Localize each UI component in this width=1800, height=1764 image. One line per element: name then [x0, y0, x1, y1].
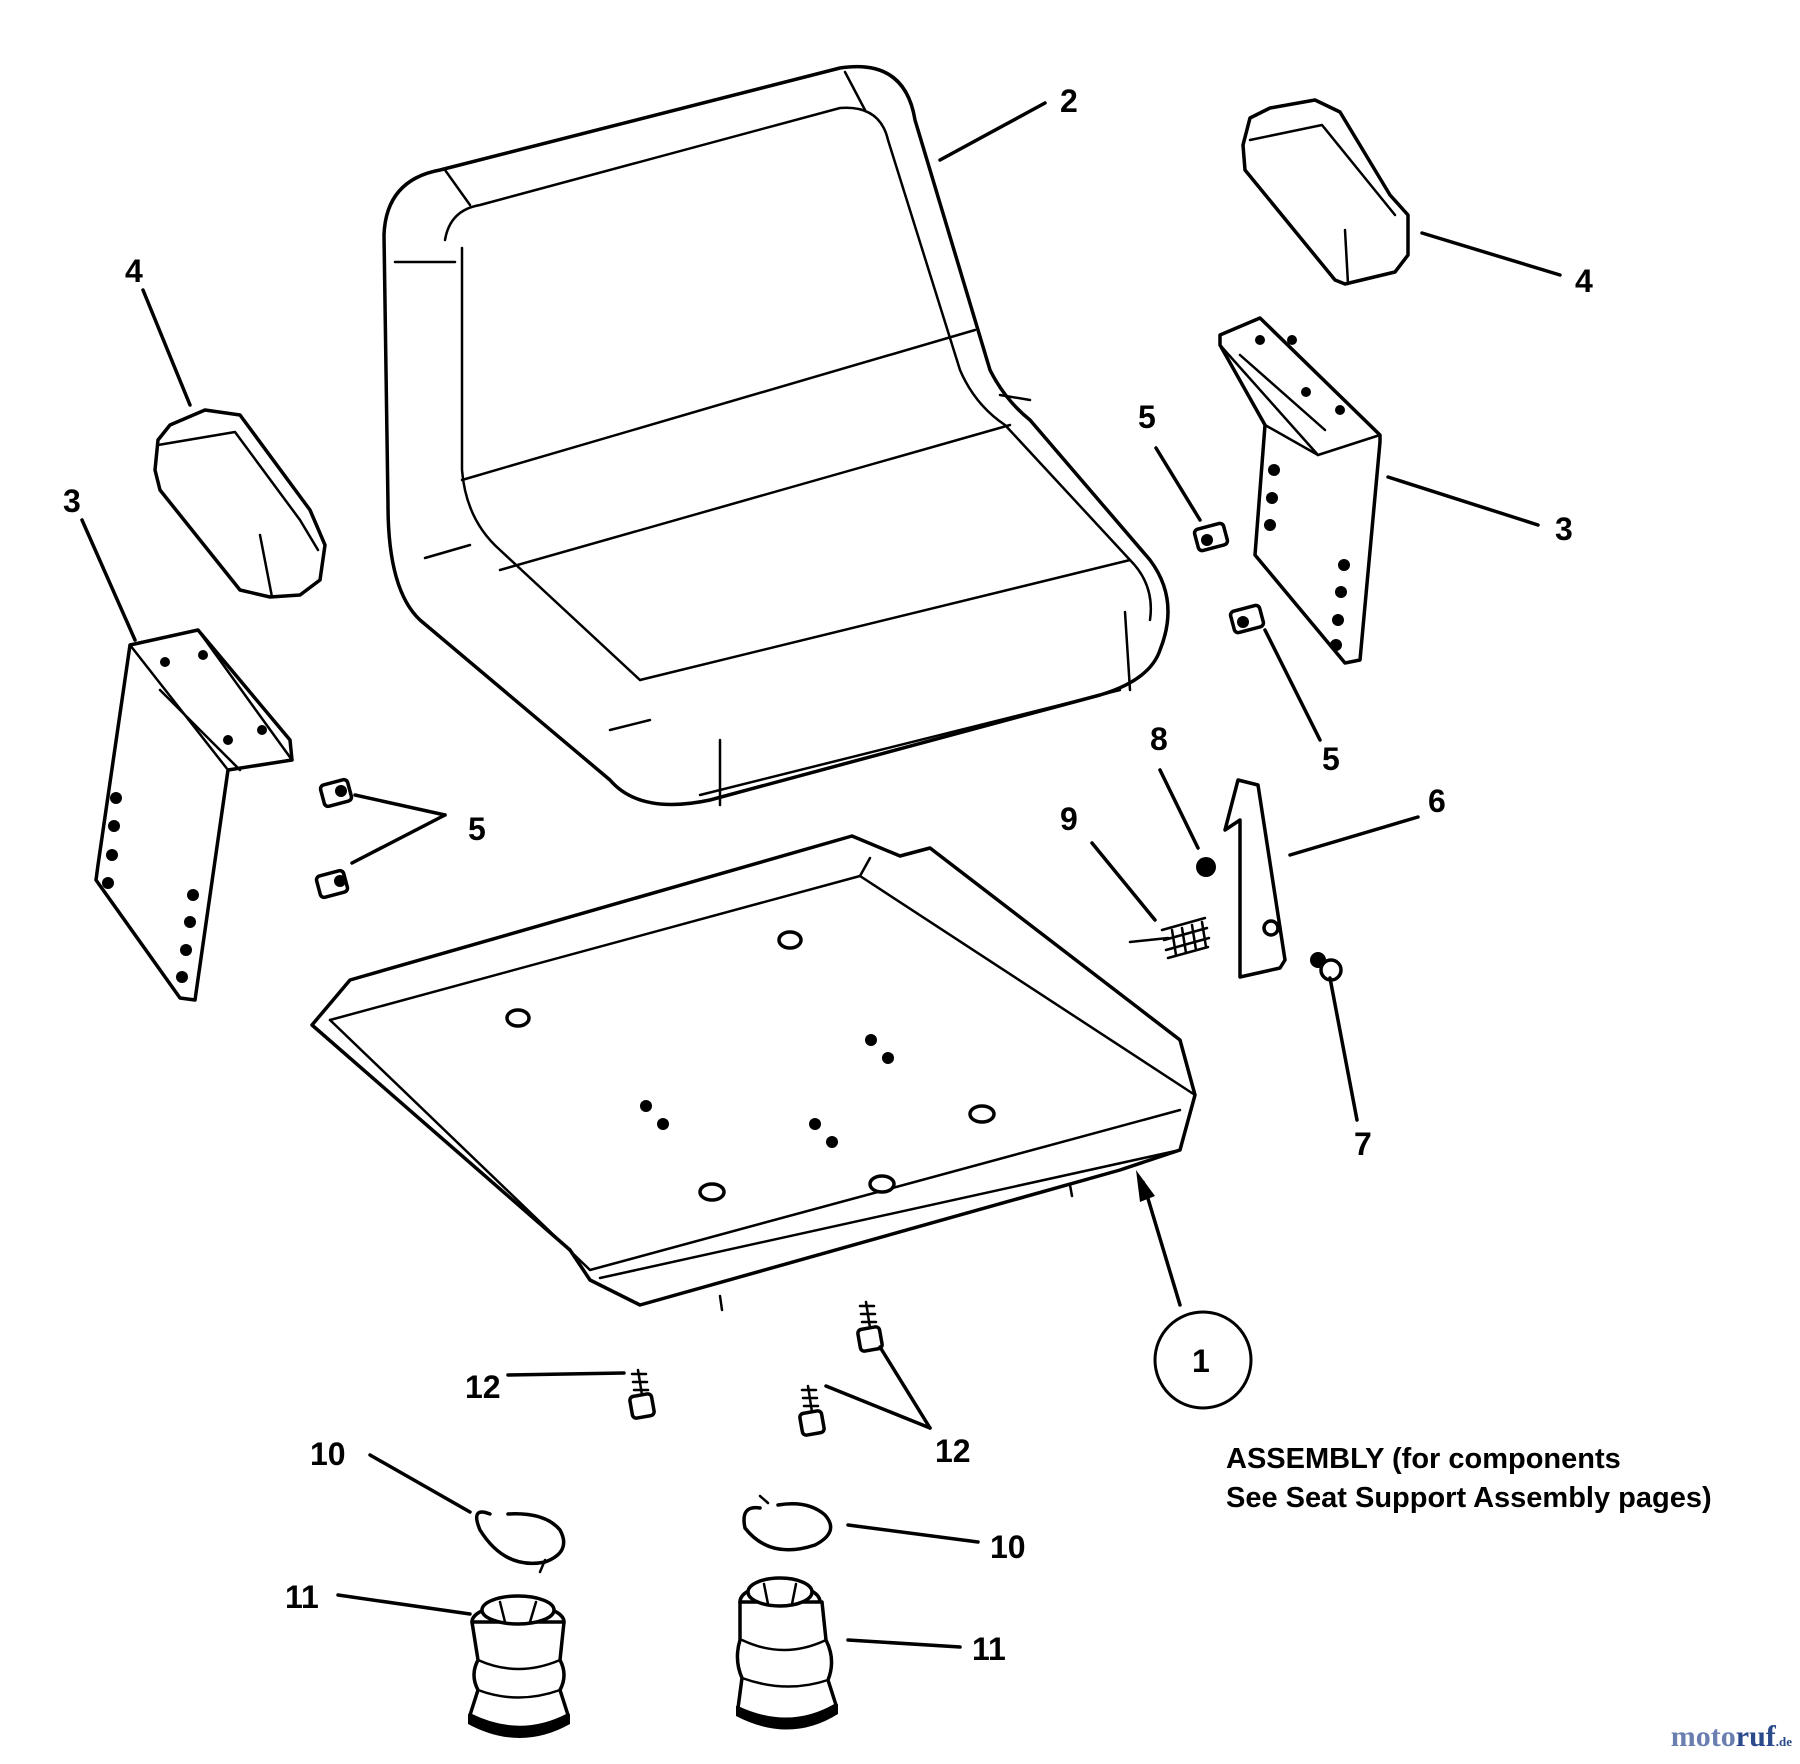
- callout-11-left: 11: [285, 1579, 319, 1615]
- callout-4-right: 4: [1575, 263, 1593, 299]
- lever-bolt: [1310, 952, 1343, 982]
- armrest-pad-left: [153, 408, 327, 599]
- screw-center: [798, 1384, 826, 1437]
- mounting-hole: [868, 1174, 896, 1194]
- watermark-logo: motoruf.de: [1671, 1720, 1792, 1754]
- callout-8: 8: [1150, 721, 1168, 757]
- screw-right: [856, 1300, 884, 1353]
- watermark-part3: .de: [1775, 1734, 1792, 1749]
- screw-left: [628, 1368, 656, 1420]
- retaining-ring-left: [474, 1510, 566, 1574]
- seat-cushion: [382, 64, 1170, 807]
- assembly-note-line1: ASSEMBLY (for components: [1226, 1443, 1621, 1475]
- callout-3-right: 3: [1555, 511, 1573, 547]
- callout-9: 9: [1060, 801, 1078, 837]
- callout-6: 6: [1428, 783, 1446, 819]
- armrest-bracket-left: [94, 628, 294, 1002]
- seat-lever: [1223, 778, 1287, 979]
- mounting-hole: [968, 1104, 996, 1124]
- callout-12-right: 12: [935, 1433, 971, 1469]
- assembly-note: ASSEMBLY (for components See Seat Suppor…: [1226, 1440, 1712, 1518]
- spring: [1128, 916, 1211, 960]
- mounting-hole: [777, 930, 803, 950]
- callout-11-right: 11: [972, 1631, 1006, 1667]
- bolt-right-lower: [1228, 603, 1266, 635]
- callout-12-left: 12: [465, 1369, 501, 1405]
- callout-3-left: 3: [63, 483, 81, 519]
- callout-1-circle: [1153, 1310, 1253, 1410]
- callout-10-left: 10: [310, 1436, 346, 1472]
- bumper-left: [468, 1594, 570, 1738]
- assembly-note-line2: See Seat Support Assembly pages): [1226, 1482, 1712, 1514]
- bumper-right: [735, 1576, 838, 1730]
- callout-5-right-bottom: 5: [1322, 741, 1340, 777]
- bolt-left-upper: [318, 777, 354, 809]
- seat-pan: [310, 834, 1197, 1312]
- bolt-left-lower: [314, 868, 350, 900]
- bolt-right-upper: [1192, 521, 1230, 553]
- watermark-part2: ruf: [1735, 1720, 1776, 1753]
- armrest-pad-right: [1241, 98, 1410, 286]
- watermark-part1: moto: [1670, 1720, 1736, 1753]
- callout-10-right: 10: [990, 1529, 1026, 1565]
- callout-5-left: 5: [468, 811, 486, 847]
- callout-1: 1: [1192, 1343, 1210, 1379]
- retaining-ring-right: [742, 1494, 833, 1552]
- callout-4-left: 4: [125, 253, 143, 289]
- callout-2: 2: [1060, 83, 1078, 119]
- mounting-hole: [698, 1182, 726, 1202]
- callout-5-right-top: 5: [1138, 399, 1156, 435]
- nut: [1196, 857, 1216, 877]
- callout-7: 7: [1354, 1126, 1372, 1162]
- mounting-hole: [505, 1008, 531, 1028]
- leader-lines: [80, 101, 1562, 1649]
- armrest-bracket-right: [1218, 316, 1382, 665]
